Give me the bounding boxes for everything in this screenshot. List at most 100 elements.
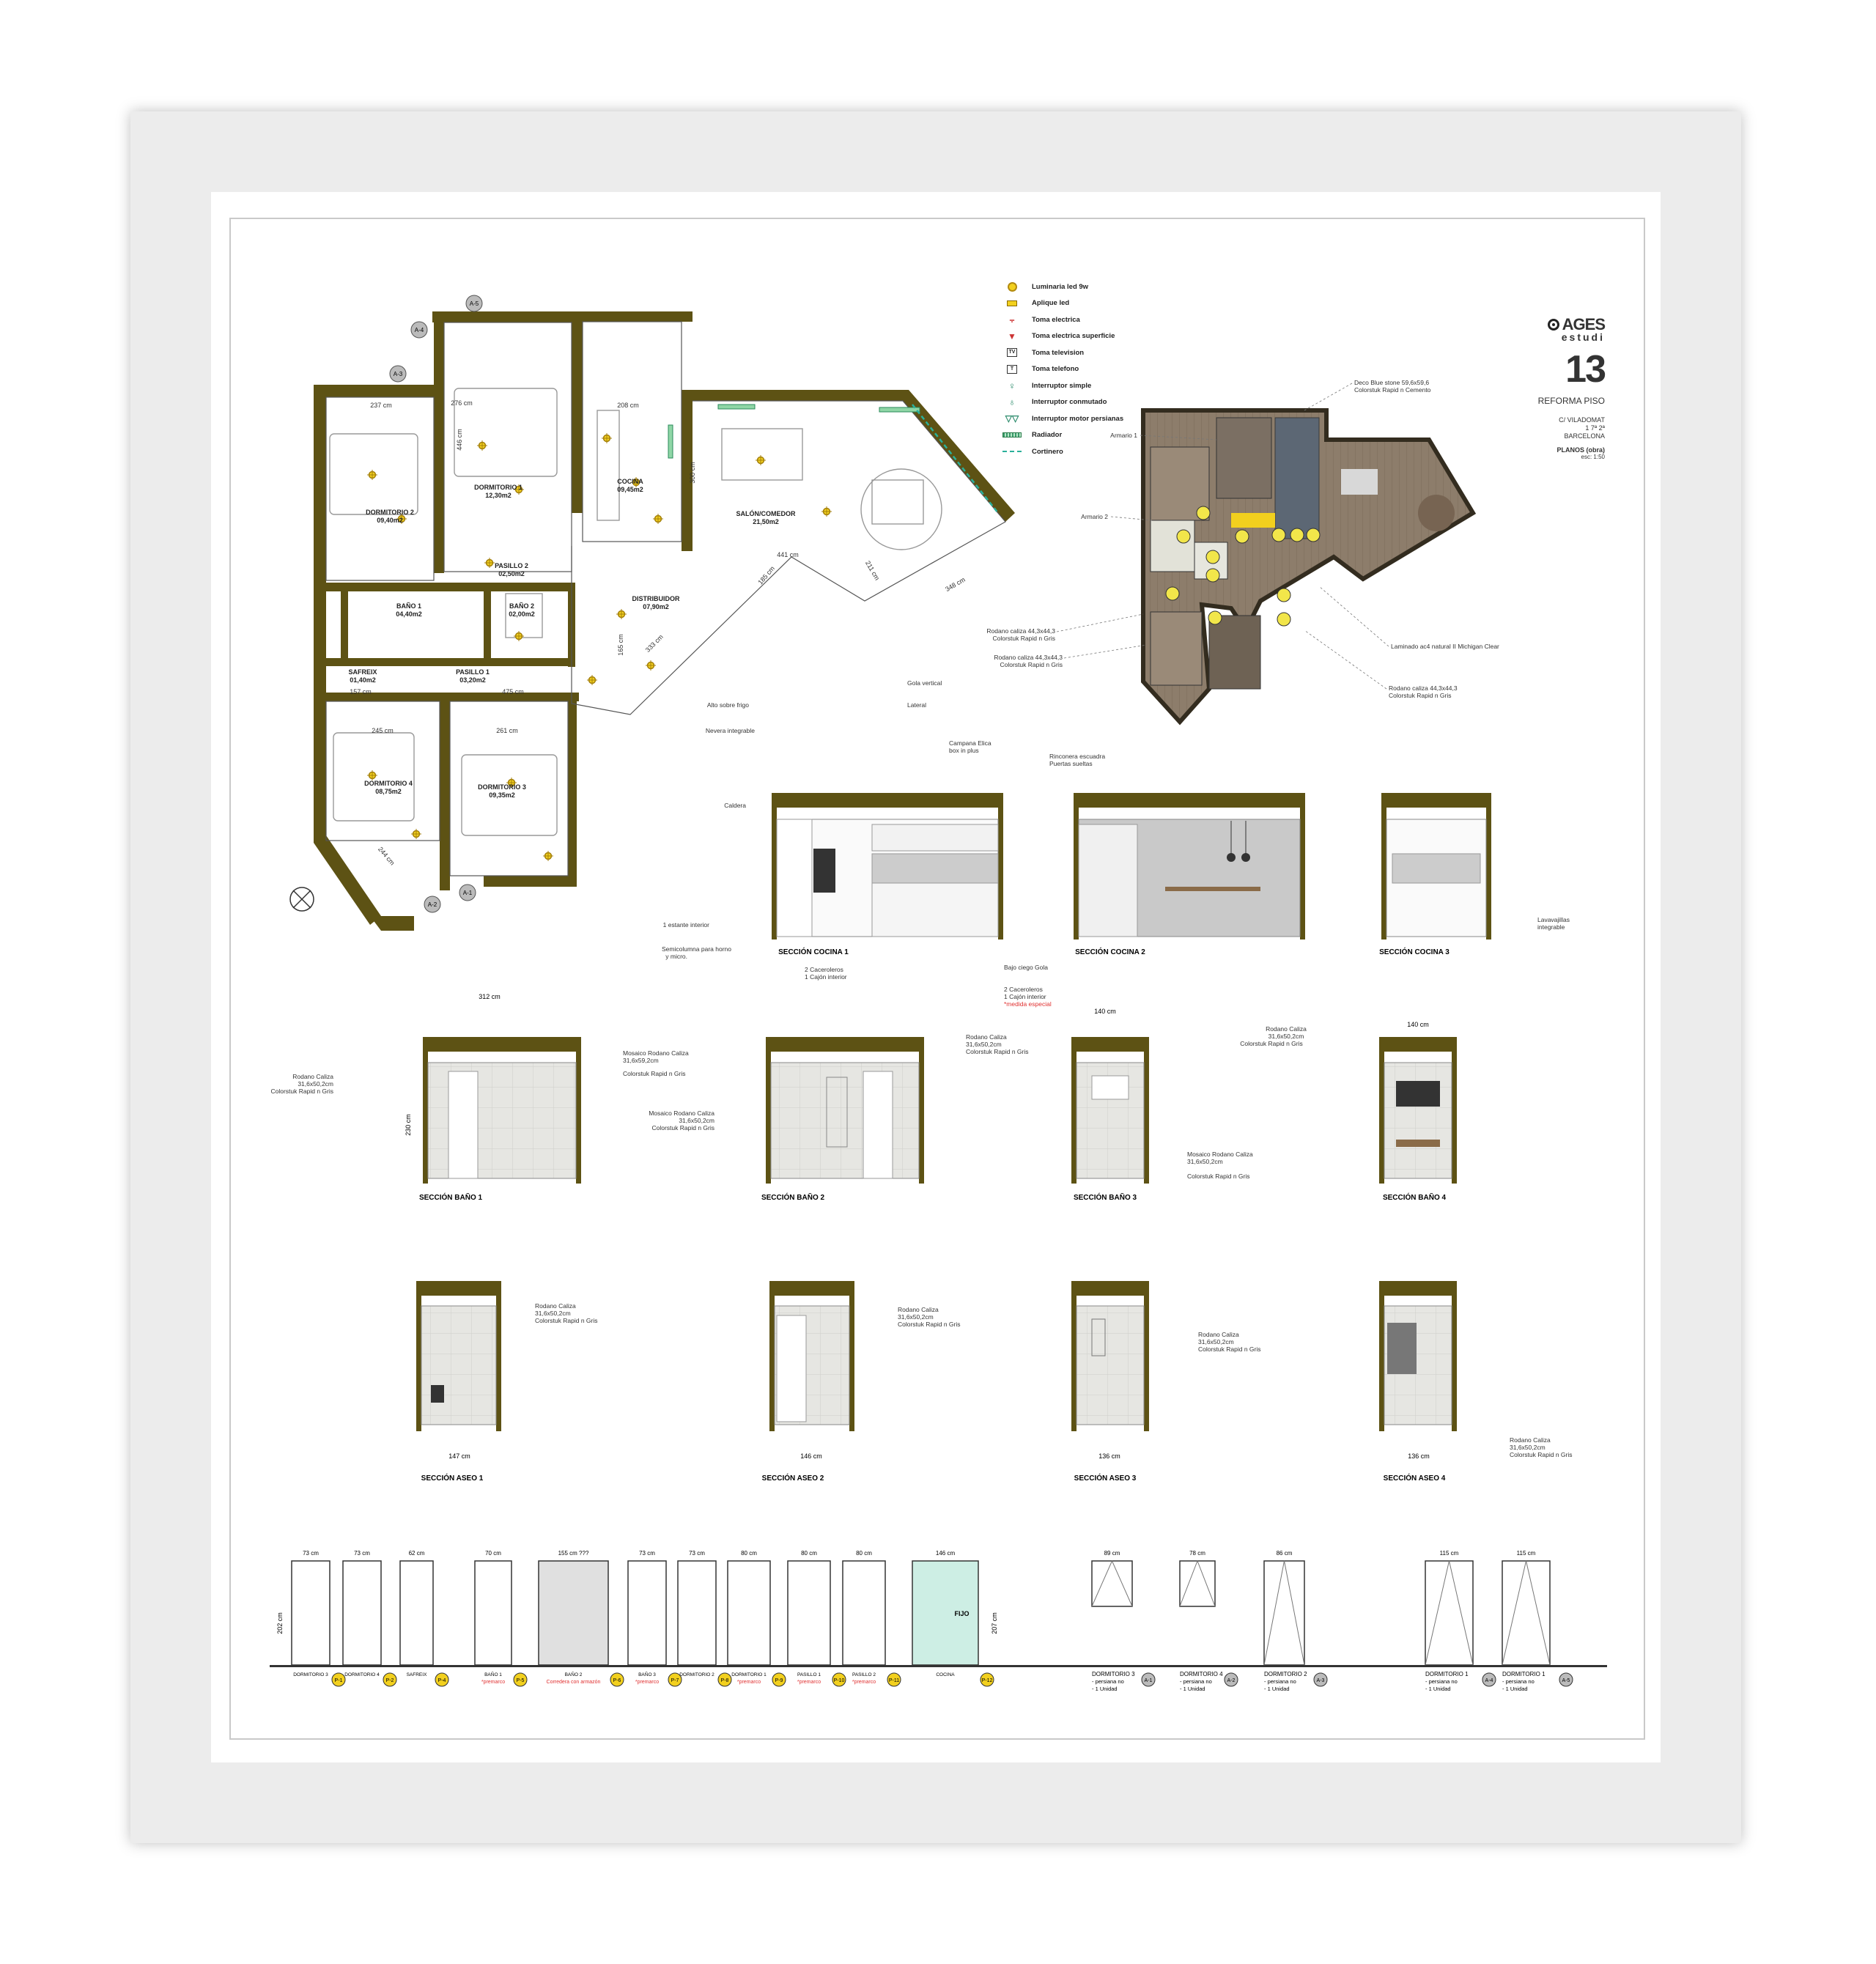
bath-sections: SECCIÓN BAÑO 1 312 cm 230 cm SECCIÓN BAÑ… bbox=[270, 993, 1457, 1202]
legend-label: Toma television bbox=[1032, 348, 1085, 357]
door-tag: P-1 bbox=[335, 1678, 343, 1683]
legend-label: Interruptor motor persianas bbox=[1032, 414, 1124, 423]
dim: 211 cm bbox=[864, 560, 881, 582]
window-width: 86 cm bbox=[1277, 1550, 1293, 1557]
door-label: DORMITORIO 4 bbox=[344, 1672, 380, 1677]
room-dorm3-area: 09,35m2 bbox=[489, 791, 515, 799]
door-width: 62 cm bbox=[409, 1550, 425, 1557]
window-tag: A-3 bbox=[1317, 1678, 1325, 1683]
note: 31,6x50,2cm bbox=[1268, 1033, 1304, 1040]
note: Colorstuk Rapid n Gris bbox=[651, 1124, 714, 1131]
door-leaf bbox=[342, 1560, 382, 1666]
room-bano2: BAÑO 2 bbox=[509, 602, 534, 610]
plan-scale: esc: 1:50 bbox=[1581, 454, 1605, 460]
door-label: COCINA bbox=[936, 1672, 955, 1677]
legend-item: ▽▽ Interruptor motor persianas bbox=[1002, 410, 1222, 427]
note: Rodano Caliza bbox=[1510, 1436, 1551, 1444]
dim: 261 cm bbox=[496, 727, 518, 734]
render-rug bbox=[1418, 495, 1455, 531]
note: Rodano Caliza bbox=[898, 1306, 939, 1313]
north-arrow-icon bbox=[289, 887, 314, 912]
section-title: SECCIÓN ASEO 3 bbox=[1074, 1473, 1137, 1483]
plan-floors bbox=[325, 321, 1006, 876]
dim: 136 cm bbox=[1098, 1452, 1120, 1460]
note: Rodano Caliza bbox=[1266, 1025, 1307, 1033]
room-distribuidor: DISTRIBUIDOR bbox=[632, 595, 681, 602]
note: Lateral bbox=[907, 701, 926, 709]
window-swing bbox=[1091, 1559, 1133, 1607]
bath-notes: Rodano Caliza 31,6x50,2cm Colorstuk Rapi… bbox=[270, 1025, 1307, 1180]
marker-label: A-1 bbox=[463, 890, 473, 896]
wall-light-icon bbox=[1007, 300, 1017, 306]
dim: 441 cm bbox=[777, 551, 799, 558]
section-bano-3: SECCIÓN BAÑO 3 140 cm bbox=[1071, 1008, 1149, 1202]
room-bano2-area: 02,00m2 bbox=[509, 610, 535, 618]
note: 31,6x50,2cm bbox=[535, 1310, 571, 1317]
door-tag: P-12 bbox=[982, 1678, 993, 1683]
section-aseo-3: SECCIÓN ASEO 3 136 cm bbox=[1071, 1281, 1149, 1483]
curtain-rail-icon bbox=[1002, 451, 1022, 453]
door-width: 70 cm bbox=[485, 1550, 501, 1557]
section-title: SECCIÓN COCINA 2 bbox=[1075, 947, 1145, 956]
door-tag-icon bbox=[435, 1672, 449, 1687]
render-dorm1 bbox=[1216, 417, 1272, 499]
dim: 146 cm bbox=[800, 1452, 822, 1460]
legend-item: Luminaria led 9w bbox=[1002, 278, 1222, 295]
section-title: SECCIÓN BAÑO 3 bbox=[1074, 1192, 1137, 1202]
note: Colorstuk Rapid n Gris bbox=[992, 635, 1055, 642]
window-width: 78 cm bbox=[1189, 1550, 1205, 1557]
marker-a5 bbox=[465, 295, 483, 312]
section-cocina-1: SECCIÓN COCINA 1 bbox=[772, 793, 1003, 956]
section-aseo-2: SECCIÓN ASEO 2 146 cm bbox=[762, 1281, 854, 1483]
door-tag-icon bbox=[772, 1672, 786, 1687]
note: Campana Elica bbox=[949, 739, 991, 747]
dim: 230 cm bbox=[405, 1114, 412, 1136]
door-tag: P-8 bbox=[721, 1678, 729, 1683]
section-aseo-4: SECCIÓN ASEO 4 136 cm bbox=[1379, 1281, 1457, 1483]
legend-item: ⨪Toma electrica bbox=[1002, 311, 1222, 328]
note: 1 Cajón interior bbox=[805, 973, 847, 981]
room-cocina: COCINA bbox=[617, 478, 643, 485]
note: Rodano caliza 44,3x44,3 bbox=[994, 654, 1063, 661]
note: Colorstuk Rapid n Gris bbox=[898, 1321, 961, 1328]
window-sub: - 1 Unidad bbox=[1425, 1686, 1451, 1692]
brand-name: AGES bbox=[1562, 315, 1606, 333]
door-leaf bbox=[399, 1560, 434, 1666]
marker-a1 bbox=[459, 884, 476, 901]
section-aseo-1: SECCIÓN ASEO 1 147 cm bbox=[416, 1281, 501, 1483]
room-dorm1-area: 12,30m2 bbox=[485, 492, 512, 499]
window-tag-icon bbox=[1482, 1672, 1496, 1687]
door-tag-icon bbox=[832, 1672, 846, 1687]
window-sub: - 1 Unidad bbox=[1264, 1686, 1290, 1692]
window-tag: A-2 bbox=[1227, 1678, 1236, 1683]
room-dorm2: DORMITORIO 2 bbox=[366, 509, 414, 516]
door-note: *premarco bbox=[635, 1680, 659, 1685]
room-pasillo2-area: 02,50m2 bbox=[498, 570, 525, 577]
section-title: SECCIÓN ASEO 1 bbox=[421, 1473, 484, 1483]
dim: 312 cm bbox=[479, 993, 501, 1000]
note: Rodano Caliza bbox=[966, 1033, 1007, 1041]
window-swing bbox=[1179, 1559, 1216, 1607]
legend-label: Aplique led bbox=[1032, 299, 1070, 308]
note: Gola vertical bbox=[907, 679, 942, 687]
note: Lavavajillas bbox=[1537, 916, 1570, 923]
window-label: DORMITORIO 3 bbox=[1092, 1671, 1135, 1677]
dim: 165 cm bbox=[617, 634, 624, 656]
legend-label: Toma electrica superficie bbox=[1032, 332, 1115, 341]
legend-label: Interruptor simple bbox=[1032, 381, 1092, 390]
address-line: 1 7ª 2ª bbox=[1585, 424, 1605, 432]
door-leaf bbox=[627, 1560, 667, 1666]
window-tag-icon bbox=[1224, 1672, 1238, 1687]
section-title: SECCIÓN BAÑO 2 bbox=[761, 1192, 825, 1202]
render-leaders bbox=[1056, 383, 1389, 690]
blind-switch-icon: ▽▽ bbox=[1005, 413, 1019, 424]
marker-label: A-2 bbox=[428, 901, 437, 908]
dim: 446 cm bbox=[456, 429, 463, 451]
window-swing bbox=[1502, 1560, 1551, 1666]
note: integrable bbox=[1537, 923, 1565, 931]
